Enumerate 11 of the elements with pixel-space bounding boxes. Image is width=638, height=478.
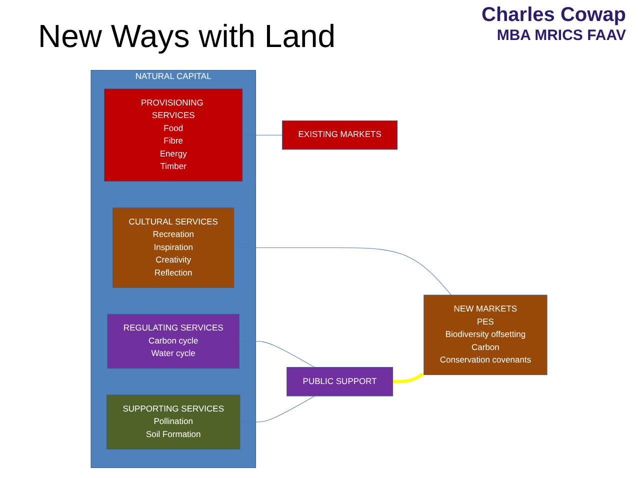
node-box: EXISTING MARKETS [282,120,398,150]
author-label: Charles Cowap [482,4,626,27]
title: New Ways with Land [38,18,336,55]
node-box: SUPPORTING SERVICES Pollination Soil Formation [106,394,240,450]
node-box: PUBLIC SUPPORT [286,367,394,396]
author-label: MBA MRICS FAAV [496,27,626,44]
node-box: REGULATING SERVICES Carbon cycle Water cycle [107,314,240,369]
node-box: NEW MARKETS PES Biodiversity offsetting Carbon Conservation covenants [424,294,548,376]
node-box: PROVISIONING SERVICES Food Fibre Energy Timber [104,88,243,182]
node-box: CULTURAL SERVICES Recreation Inspiration Creativity Reflection [112,208,234,288]
arrow [392,373,424,384]
